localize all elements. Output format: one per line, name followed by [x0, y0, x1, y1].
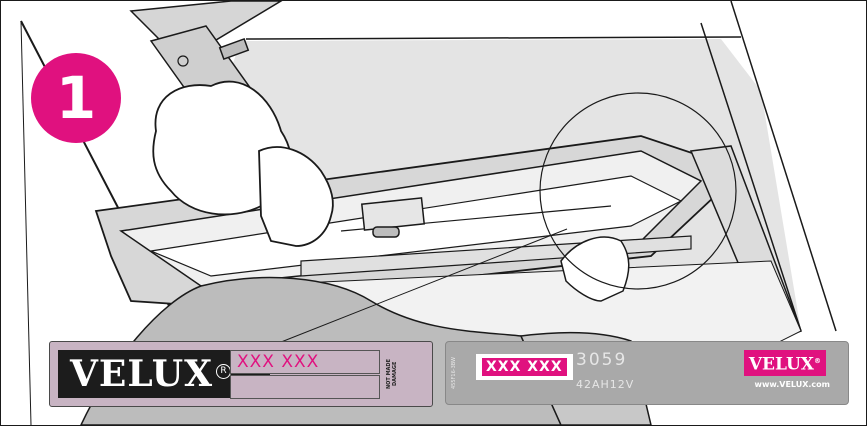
velux-pink-logo: VELUX®: [744, 350, 826, 376]
product-code-box: XXX XXX: [230, 350, 380, 374]
product-label-left: VELUX R XXX XXX NOT MADE DAMAGE: [49, 341, 433, 407]
label-model: 42AH12V: [576, 378, 634, 391]
product-label-right: 455F16-3BW XXX XXX 3059 42AH12V VELUX® w…: [445, 341, 849, 405]
label-vertical-text: NOT MADE DAMAGE: [386, 350, 396, 398]
registered-mark: R: [216, 364, 231, 379]
label-serial-vertical: 455F16-3BW: [451, 350, 459, 396]
label-number: 3059: [576, 350, 627, 370]
step-number-badge: 1: [31, 53, 121, 143]
velux-logo-text: VELUX: [70, 355, 213, 393]
highlighted-product-code: XXX XXX: [482, 358, 567, 376]
empty-code-box: [230, 375, 380, 399]
step-number: 1: [56, 69, 96, 127]
highlighted-code-box: XXX XXX: [476, 354, 573, 380]
velux-pink-logo-text: VELUX: [749, 355, 814, 375]
product-code: XXX XXX: [237, 352, 319, 372]
registered-mark-small: ®: [814, 357, 821, 365]
velux-url: www.VELUX.com: [755, 380, 830, 389]
